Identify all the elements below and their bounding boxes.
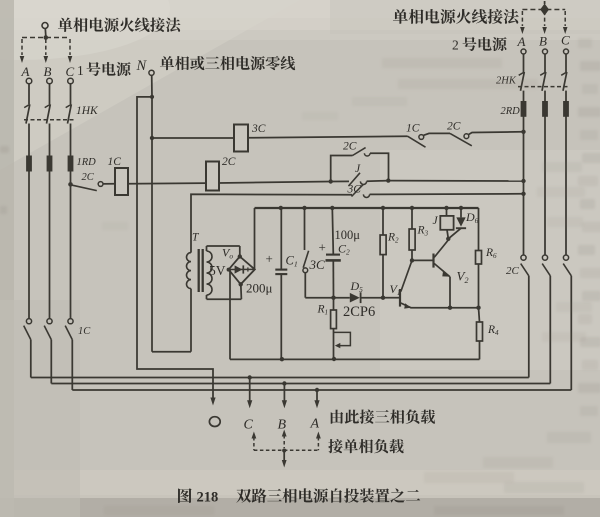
svg-text:3C: 3C: [251, 123, 266, 135]
svg-text:2HK: 2HK: [496, 76, 517, 87]
svg-text:B: B: [278, 418, 287, 433]
svg-text:1C: 1C: [108, 156, 122, 168]
svg-text:V1: V1: [390, 282, 401, 297]
svg-text:100μ: 100μ: [335, 228, 361, 242]
svg-text:1C: 1C: [406, 123, 420, 135]
svg-text:1C: 1C: [78, 326, 91, 337]
svg-text:2: 2: [452, 38, 459, 53]
svg-text:C: C: [561, 33, 570, 48]
svg-text:B: B: [44, 64, 52, 79]
svg-text:2C: 2C: [82, 172, 95, 183]
svg-text:1RD: 1RD: [77, 157, 97, 168]
svg-text:2RD: 2RD: [501, 106, 521, 117]
svg-text:218: 218: [197, 490, 219, 506]
svg-text:3C: 3C: [347, 184, 362, 196]
svg-text:2C: 2C: [506, 265, 520, 277]
svg-text:R1: R1: [317, 304, 329, 317]
svg-text:3C: 3C: [309, 257, 326, 272]
svg-text:C: C: [244, 418, 254, 433]
svg-text:J: J: [433, 215, 439, 227]
svg-text:1HK: 1HK: [76, 105, 99, 117]
svg-text:A: A: [310, 417, 320, 432]
svg-text:200μ: 200μ: [246, 281, 273, 296]
svg-text:A: A: [517, 34, 526, 49]
svg-text:1: 1: [77, 63, 84, 78]
svg-text:Vo: Vo: [222, 246, 233, 261]
svg-text:B: B: [539, 34, 547, 49]
svg-text:+: +: [319, 240, 326, 255]
svg-text:+: +: [266, 251, 273, 266]
svg-text:2C: 2C: [222, 156, 236, 168]
svg-text:A: A: [21, 64, 30, 79]
svg-text:N: N: [136, 58, 148, 74]
svg-text:J: J: [355, 163, 361, 175]
svg-text:2CP6: 2CP6: [343, 304, 375, 320]
svg-text:C: C: [66, 64, 75, 79]
svg-text:2C: 2C: [447, 121, 461, 133]
svg-text:5V: 5V: [209, 263, 226, 278]
svg-text:T: T: [192, 232, 200, 244]
svg-text:2C: 2C: [343, 141, 357, 153]
